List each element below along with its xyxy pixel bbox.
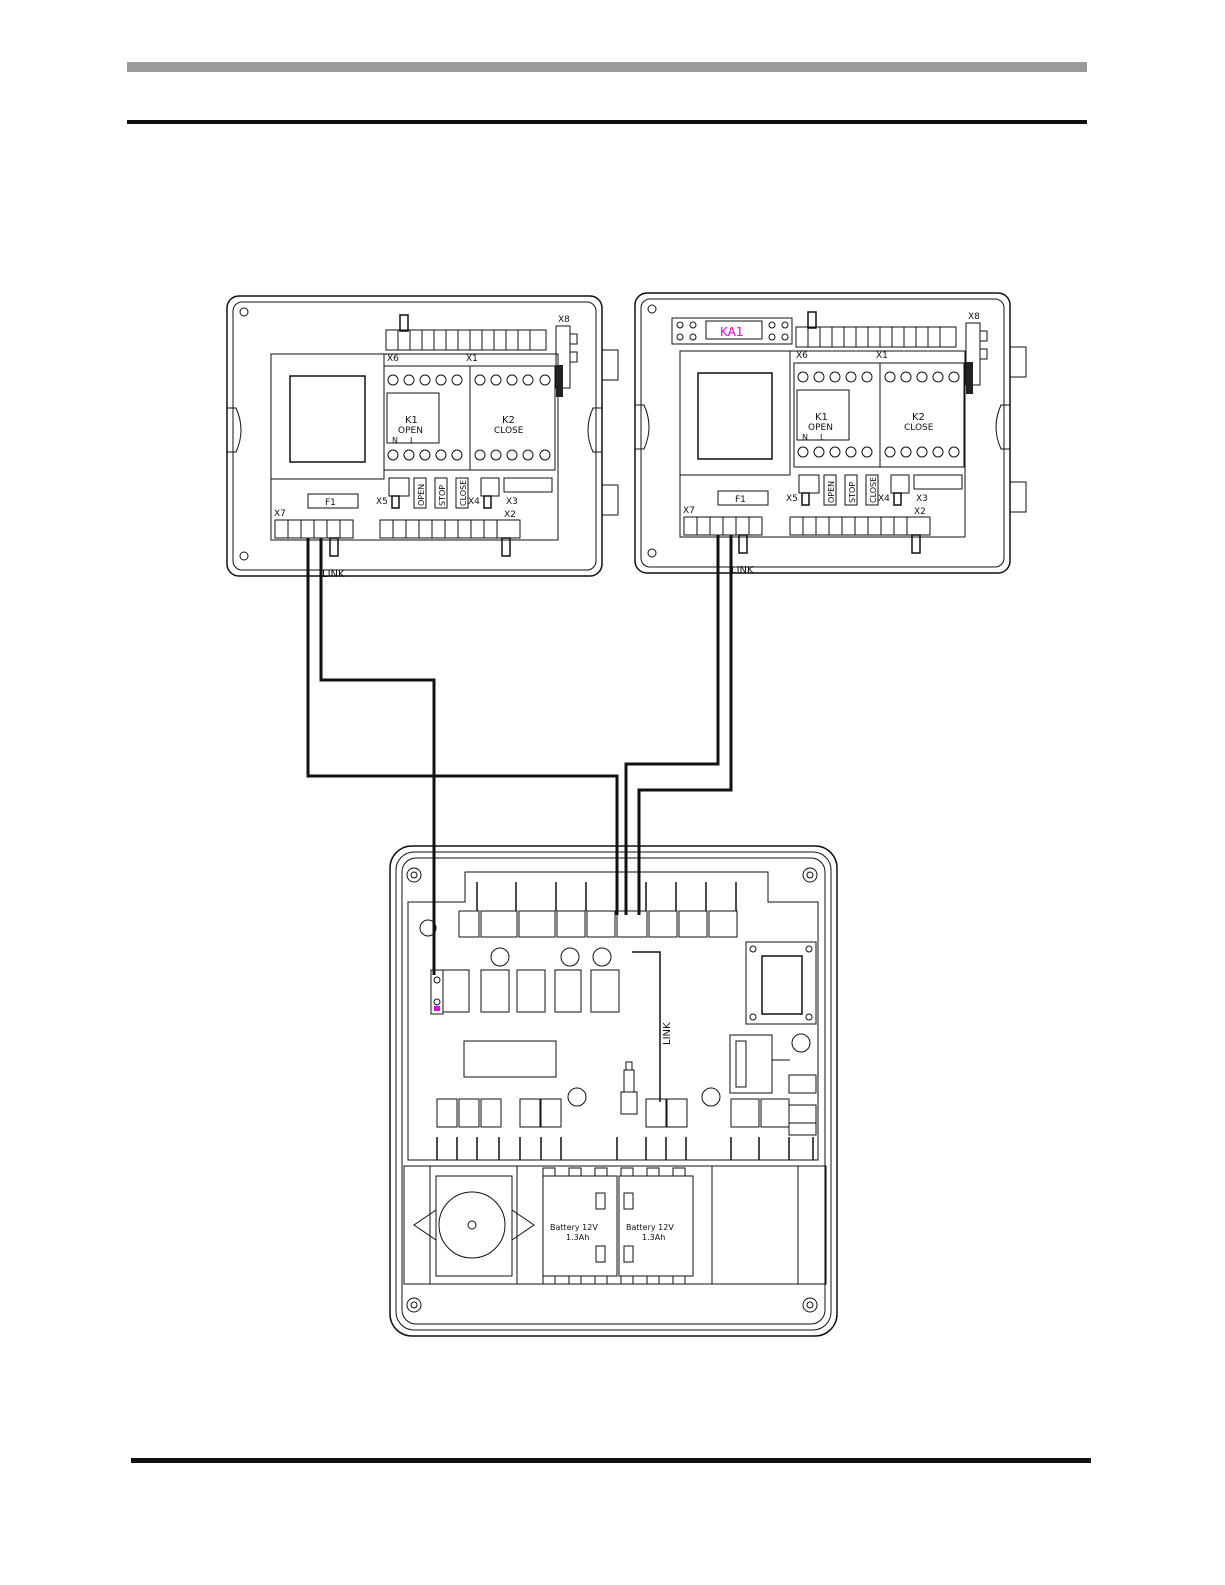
left-k1-label: K1 (405, 415, 418, 426)
right-n-label: N (802, 433, 808, 442)
left-screw-row-bottom (388, 450, 550, 460)
left-open-btn: OPEN (417, 484, 426, 506)
left-x4-label: X4 (468, 497, 480, 507)
left-k1-sub: OPEN (398, 426, 423, 436)
right-ka1-label: KA1 (720, 325, 744, 339)
right-x8-label: X8 (968, 312, 980, 322)
right-fuse-label: F1 (735, 495, 746, 505)
right-x6-label: X6 (796, 351, 808, 361)
right-k2-label: K2 (912, 412, 925, 423)
left-x1-label: X1 (466, 354, 478, 364)
left-k2-sub: CLOSE (494, 426, 524, 436)
control-link-label: LINK (662, 1022, 673, 1045)
right-l-label: L (820, 433, 825, 442)
left-link-label: LINK (322, 569, 345, 580)
battery-2-label: Battery 12V (626, 1223, 674, 1232)
left-x2-label: X2 (504, 510, 516, 520)
right-open-btn: OPEN (827, 481, 836, 503)
right-x4-label: X4 (878, 494, 890, 504)
left-x6-label: X6 (387, 354, 399, 364)
left-x5-label: X5 (376, 497, 388, 507)
left-l-label: L (410, 436, 415, 445)
left-x8-label: X8 (558, 315, 570, 325)
right-link-label: LINK (731, 565, 754, 576)
control-bottom-terminals (437, 1099, 813, 1160)
header-gray-band (127, 62, 1087, 72)
battery-1-label: Battery 12V (550, 1223, 598, 1232)
battery-2-capacity: 1.3Ah (642, 1233, 665, 1242)
header-rule (127, 120, 1087, 124)
left-fuse-label: F1 (325, 498, 336, 508)
right-x3-label: X3 (916, 494, 928, 504)
left-control-unit: X6 X1 X8 K1 OPEN N L K2 CLOSE (227, 296, 618, 580)
left-stop-btn: STOP (438, 485, 447, 506)
right-k2-sub: CLOSE (904, 423, 934, 433)
left-k2-label: K2 (502, 415, 515, 426)
footer-rule (131, 1458, 1091, 1463)
control-top-terminals (459, 882, 737, 937)
right-x1-label: X1 (876, 351, 888, 361)
battery-1-capacity: 1.3Ah (566, 1233, 589, 1242)
left-screw-row-top (388, 375, 550, 385)
left-n-label: N (392, 436, 398, 445)
left-x1-terminals (398, 330, 530, 350)
left-close-btn: CLOSE (459, 480, 468, 506)
right-x5-label: X5 (786, 494, 798, 504)
right-k1-label: K1 (815, 412, 828, 423)
wiring: LINK (308, 535, 731, 1102)
right-x7-label: X7 (683, 506, 695, 516)
left-x7-label: X7 (274, 509, 286, 519)
right-stop-btn: STOP (848, 482, 857, 503)
right-x2-label: X2 (914, 507, 926, 517)
left-x3-label: X3 (506, 497, 518, 507)
right-k1-sub: OPEN (808, 423, 833, 433)
right-close-btn: CLOSE (869, 477, 878, 503)
main-control-box: Battery 12V 1.3Ah Battery 12V 1.3Ah (390, 846, 837, 1336)
right-control-unit: KA1 X6 X1 X8 K1 (635, 293, 1026, 576)
